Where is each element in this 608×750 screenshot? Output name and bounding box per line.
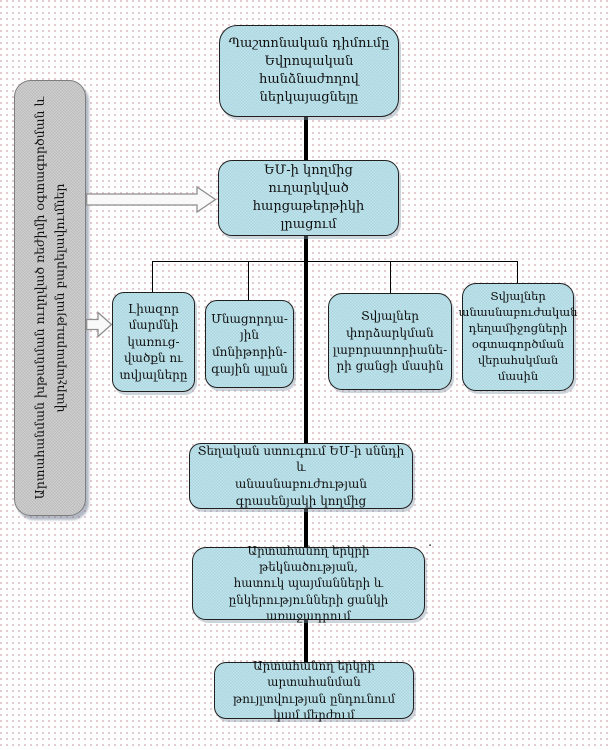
node-testing-labs-network-label: Տվյալներ փորձարկման լաբորատորիանե- րի ցա… — [332, 309, 448, 374]
node-residue-monitoring-plan-label: Մնացորդա- յին մոնիթորին- գային պլան — [211, 311, 288, 376]
node-final-decision: Արտահանող երկրի արտահանման թույլտվության… — [214, 659, 414, 722]
connector-branch-2 — [248, 261, 249, 300]
node-final-decision-label: Արտահանող երկրի արտահանման թույլտվության… — [232, 658, 396, 722]
node-candidacy-nomination: Արտահանող երկրի թեկնածության, հատուկ պայ… — [192, 544, 425, 623]
connector-branch-4 — [517, 261, 518, 283]
connector-branch-3 — [390, 261, 391, 293]
sidebar-panel: Արտահանման խթանման ուղղված ռեժիմի օգտագո… — [14, 80, 86, 516]
node-veterinary-medicines-control: Տվյալներ անասնաբուժական դեղամիջոցների օգ… — [459, 283, 577, 391]
stray-dot: . — [428, 535, 433, 550]
connector-branch-1 — [152, 261, 153, 292]
node-residue-monitoring-plan: Մնացորդա- յին մոնիթորին- գային պլան — [205, 300, 294, 388]
node-authority-structure-label: Լիազոր մարմնի կառուց- վածքն ու տվյալները — [119, 301, 188, 382]
connector-branch-horizontal — [152, 261, 518, 262]
arrow-right-icon — [86, 311, 113, 338]
connector-spine-2 — [304, 236, 308, 444]
connector-spine-4 — [304, 620, 308, 662]
connector-spine-3 — [304, 509, 308, 547]
node-onsite-inspection-label: Տեղական ստուգում ԵՄ-ի սննդի և անասնաբուժ… — [197, 443, 405, 508]
node-testing-labs-network: Տվյալներ փորձարկման լաբորատորիանե- րի ցա… — [328, 293, 452, 390]
node-onsite-inspection: Տեղական ստուգում ԵՄ-ի սննդի և անասնաբուժ… — [189, 443, 413, 509]
node-official-application: Պաշտոնական դիմումը Եվրոպական հանձնաժողով… — [219, 25, 399, 117]
node-candidacy-nomination-label: Արտահանող երկրի թեկնածության, հատուկ պայ… — [228, 543, 389, 623]
node-authority-structure: Լիազոր մարմնի կառուց- վածքն ու տվյալները — [112, 292, 195, 392]
arrow-right-icon — [86, 186, 217, 213]
node-questionnaire: ԵՄ-ի կողմից ուղարկված հարցաթերթիկի լրացո… — [218, 160, 399, 236]
node-veterinary-medicines-control-label: Տվյալներ անասնաբուժական դեղամիջոցների օգ… — [458, 289, 578, 383]
node-questionnaire-label: ԵՄ-ի կողմից ուղարկված հարցաթերթիկի լրացո… — [252, 163, 365, 232]
node-official-application-label: Պաշտոնական դիմումը Եվրոպական հանձնաժողով… — [228, 36, 390, 105]
connector-spine-1 — [304, 117, 308, 161]
sidebar-panel-label: Արտահանման խթանման ուղղված ռեժիմի օգտագո… — [32, 96, 67, 500]
